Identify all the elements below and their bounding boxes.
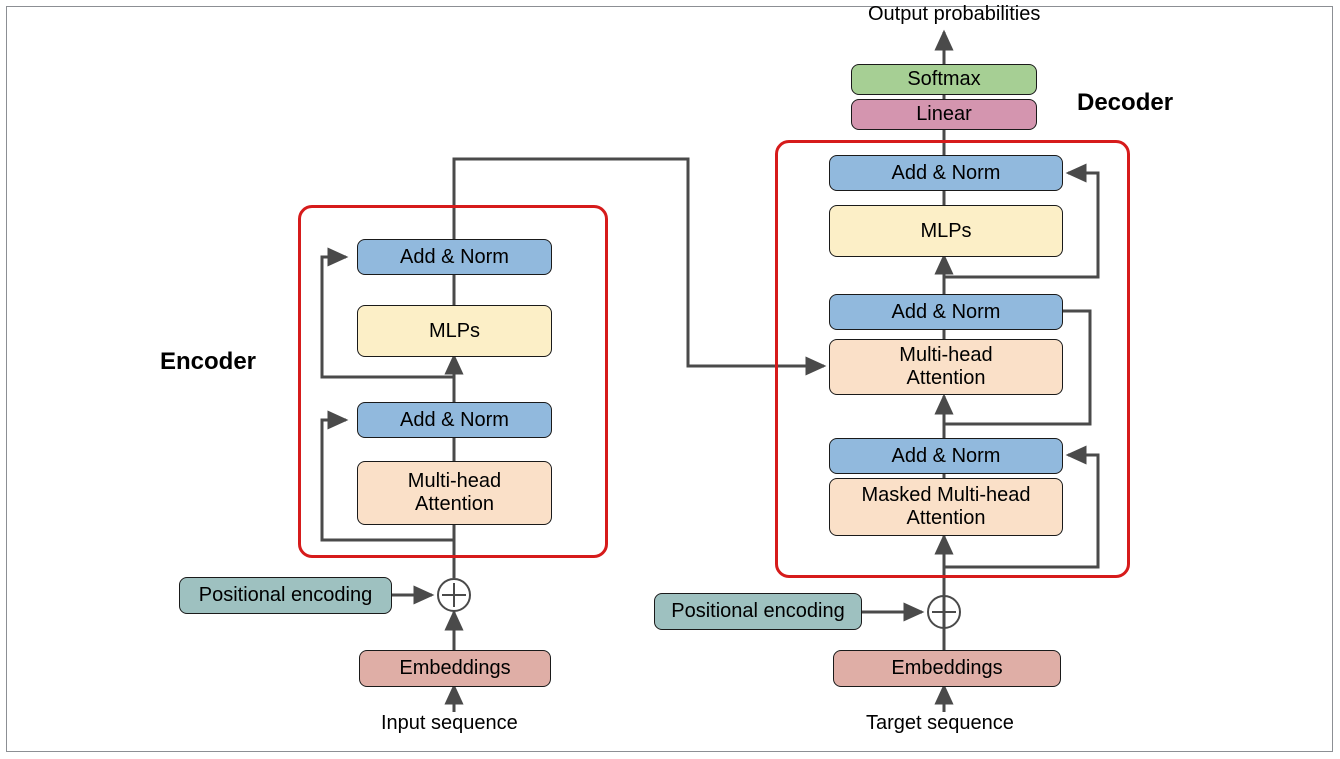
decoder-sum-operator (927, 595, 961, 629)
decoder-masked-multi-head-attention[interactable]: Masked Multi-head Attention (829, 478, 1063, 536)
encoder-group-label: Encoder (160, 348, 257, 375)
decoder-add-norm-middle[interactable]: Add & Norm (829, 294, 1063, 330)
encoder-multi-head-attention[interactable]: Multi-head Attention (357, 461, 552, 525)
decoder-group-label: Decoder (1077, 89, 1174, 116)
encoder-embeddings[interactable]: Embeddings (359, 650, 551, 687)
encoder-positional-encoding[interactable]: Positional encoding (179, 577, 392, 614)
arrow-dec-residual-bottom (944, 445, 1100, 569)
arrow-enc-residual-bottom (320, 410, 454, 542)
arrow-encoder-to-decoder-cross-attention (452, 157, 827, 376)
decoder-cross-attention[interactable]: Multi-head Attention (829, 339, 1063, 395)
arrow-dec-residual-top (944, 163, 1100, 279)
decoder-embeddings[interactable]: Embeddings (833, 650, 1061, 687)
target-sequence-label: Target sequence (866, 712, 1014, 734)
decoder-positional-encoding[interactable]: Positional encoding (654, 593, 862, 630)
encoder-add-norm-top[interactable]: Add & Norm (357, 239, 552, 275)
encoder-sum-operator (437, 578, 471, 612)
arrow-dec-residual-middle (944, 309, 1092, 426)
decoder-add-norm-top[interactable]: Add & Norm (829, 155, 1063, 191)
output-probabilities-label: Output probabilities (868, 3, 1041, 25)
encoder-add-norm-bottom[interactable]: Add & Norm (357, 402, 552, 438)
decoder-add-norm-bottom[interactable]: Add & Norm (829, 438, 1063, 474)
softmax-node[interactable]: Softmax (851, 64, 1037, 95)
decoder-mlps[interactable]: MLPs (829, 205, 1063, 257)
encoder-mlps[interactable]: MLPs (357, 305, 552, 357)
input-sequence-label: Input sequence (381, 712, 518, 734)
linear-node[interactable]: Linear (851, 99, 1037, 130)
arrow-enc-residual-top (320, 247, 454, 379)
